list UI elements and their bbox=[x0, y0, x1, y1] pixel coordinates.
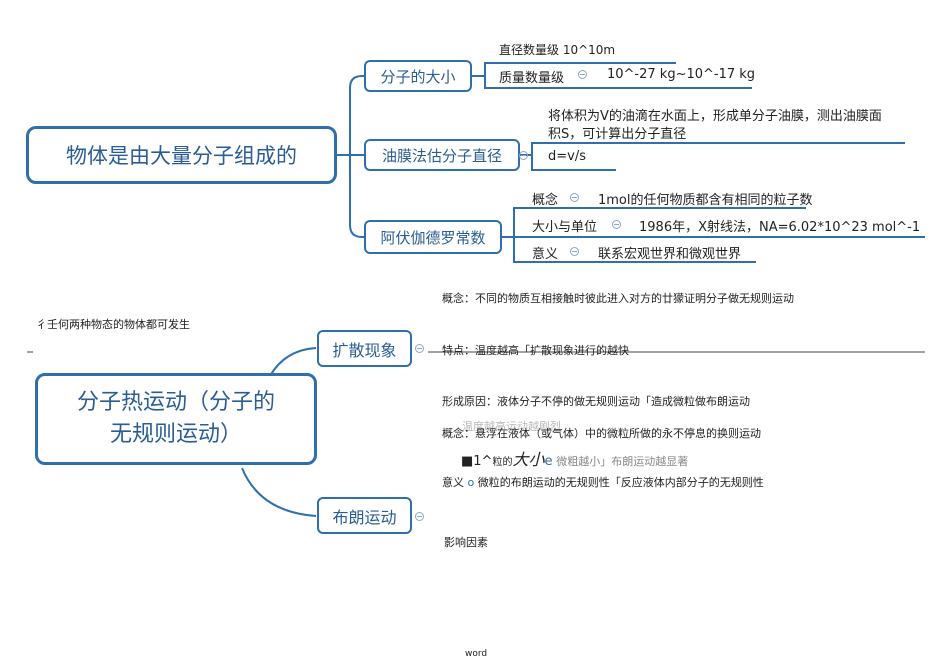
node-label: 油膜法估分子直径 bbox=[381, 146, 502, 165]
node-label: 布朗运动 bbox=[332, 507, 397, 527]
leaf-mass-label: 质量数量级 bbox=[499, 71, 565, 86]
brownian-meaning: 意义 o 微粒的布朗运动的无规则性「反应液体内部分子的无规则性 bbox=[442, 474, 764, 490]
root-node-label-line2: 无规则运动） bbox=[109, 422, 242, 447]
root-node-molecules[interactable]: 物体是由大量分子组成的 bbox=[26, 126, 337, 184]
leaf-avogadro-concept-label: 概念 bbox=[532, 193, 559, 208]
collapse-icon[interactable] bbox=[612, 220, 621, 229]
brownian-influence: 影响因素 bbox=[444, 536, 488, 549]
collapse-icon[interactable] bbox=[570, 247, 579, 256]
collapse-icon[interactable] bbox=[415, 512, 424, 521]
factor-o: e bbox=[544, 454, 553, 469]
collapse-icon[interactable] bbox=[519, 151, 528, 160]
factor-prefix: ■1^ bbox=[461, 454, 493, 469]
leaf-avogadro-meaning-label: 意义 bbox=[532, 247, 559, 262]
leaf-oil-desc-2: 积S，可计算出分子直径 bbox=[548, 127, 687, 142]
node-oil-film[interactable]: 油膜法估分子直径 bbox=[364, 139, 520, 171]
factor-small: 粒的 bbox=[492, 457, 513, 468]
node-diffusion[interactable]: 扩散现象 bbox=[317, 330, 412, 367]
factor-rest: 微粗越小」布朗运动越显著 bbox=[556, 455, 689, 468]
diffusion-note: 彳壬何两种物态的物体都可发生 bbox=[36, 318, 190, 331]
diffusion-concept: 概念：不同的物质互相接触时彼此进入对方的廿獴证明分子做无规则运动 bbox=[442, 292, 794, 305]
diffusion-feature: 特点：温度越高「扩散现象进行的越快 bbox=[442, 344, 629, 357]
leaf-avogadro-meaning: 联系宏观世界和微观世界 bbox=[598, 247, 742, 262]
leaf-diameter: 直径数量级 10^10m bbox=[499, 43, 616, 57]
leaf-oil-formula: d=v/s bbox=[548, 149, 586, 164]
brownian-concept-faded: 温度越高运动越剧烈 bbox=[462, 420, 561, 433]
node-label: 阿伏伽德罗常数 bbox=[380, 228, 486, 247]
leaf-avogadro-unit-label: 大小与单位 bbox=[532, 220, 598, 235]
node-label: 分子的大小 bbox=[380, 67, 456, 86]
meaning-rest: 微粒的布朗运动的无规则性「反应液体内部分子的无规则性 bbox=[477, 476, 764, 489]
node-molecule-size[interactable]: 分子的大小 bbox=[364, 60, 472, 92]
node-label: 扩散现象 bbox=[332, 340, 397, 360]
root-node-label-line1: 分子热运动（分子的 bbox=[76, 390, 275, 415]
collapse-icon[interactable] bbox=[578, 70, 587, 79]
meaning-o: o bbox=[467, 476, 475, 489]
brownian-cause: 形成原因：液体分子不停的做无规则运动「造成微粒做布朗运动 bbox=[442, 395, 750, 408]
node-brownian[interactable]: 布朗运动 bbox=[317, 497, 412, 534]
node-avogadro[interactable]: 阿伏伽德罗常数 bbox=[364, 220, 502, 254]
collapse-icon[interactable] bbox=[415, 344, 424, 353]
leaf-mass-value: 10^-27 kg~10^-17 kg bbox=[607, 67, 756, 82]
root-node-thermal-motion[interactable]: 分子热运动（分子的 无规则运动） bbox=[35, 373, 317, 465]
collapse-icon[interactable] bbox=[570, 193, 579, 202]
brownian-concept: 概念：悬浮在液体（或气体）中的微粒所做的永不停息的换则运动 bbox=[442, 427, 761, 440]
root-node-label: 物体是由大量分子组成的 bbox=[66, 144, 297, 168]
factor-big: 大小 bbox=[512, 450, 545, 469]
leaf-avogadro-unit: 1986年，X射线法，NA=6.02*10^23 mol^-1 bbox=[639, 220, 921, 235]
brownian-factor: ■1^粒的大小e 微粗越小」布朗运动越显著 bbox=[461, 446, 688, 470]
meaning-prefix: 意义 bbox=[442, 476, 464, 489]
footer-word: word bbox=[465, 649, 488, 659]
leaf-oil-desc-1: 将体积为V的油滴在水面上，形成单分子油膜，测出油膜面 bbox=[548, 109, 882, 124]
leaf-avogadro-concept: 1mol的任何物质都含有相同的粒子数 bbox=[598, 193, 813, 208]
